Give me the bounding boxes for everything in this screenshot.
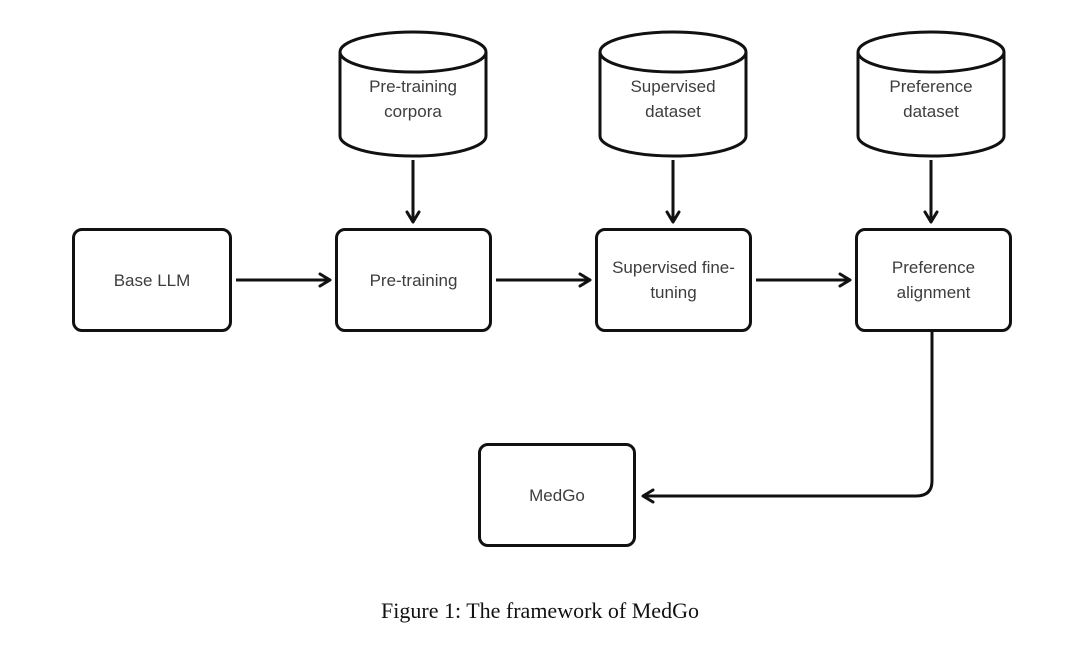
- node-preference-alignment: Preference alignment: [855, 228, 1012, 332]
- node-label: Pre-training: [369, 270, 458, 290]
- node-label: Preference alignment: [891, 258, 976, 302]
- cylinder-shape: [598, 30, 748, 158]
- datastore-label: Supervised dataset: [630, 77, 716, 121]
- datastore-preference-dataset: Preference dataset: [856, 30, 1006, 158]
- datastore-label: Preference dataset: [889, 77, 973, 121]
- node-base-llm: Base LLM: [72, 228, 232, 332]
- arrow-alignment-to-medgo: [641, 332, 934, 504]
- node-label: MedGo: [529, 485, 585, 505]
- datastore-label: Pre-training corpora: [369, 77, 457, 121]
- node-label: Supervised fine-tuning: [612, 258, 735, 302]
- node-supervised-fine-tuning: Supervised fine-tuning: [595, 228, 752, 332]
- cylinder-shape: [856, 30, 1006, 158]
- cylinder-shape: [338, 30, 488, 158]
- node-medgo: MedGo: [478, 443, 636, 547]
- node-pre-training: Pre-training: [335, 228, 492, 332]
- figure-caption: Figure 1: The framework of MedGo: [381, 598, 699, 623]
- datastore-supervised-dataset: Supervised dataset: [598, 30, 748, 158]
- node-label: Base LLM: [113, 270, 191, 290]
- datastore-pretraining-corpora: Pre-training corpora: [338, 30, 488, 158]
